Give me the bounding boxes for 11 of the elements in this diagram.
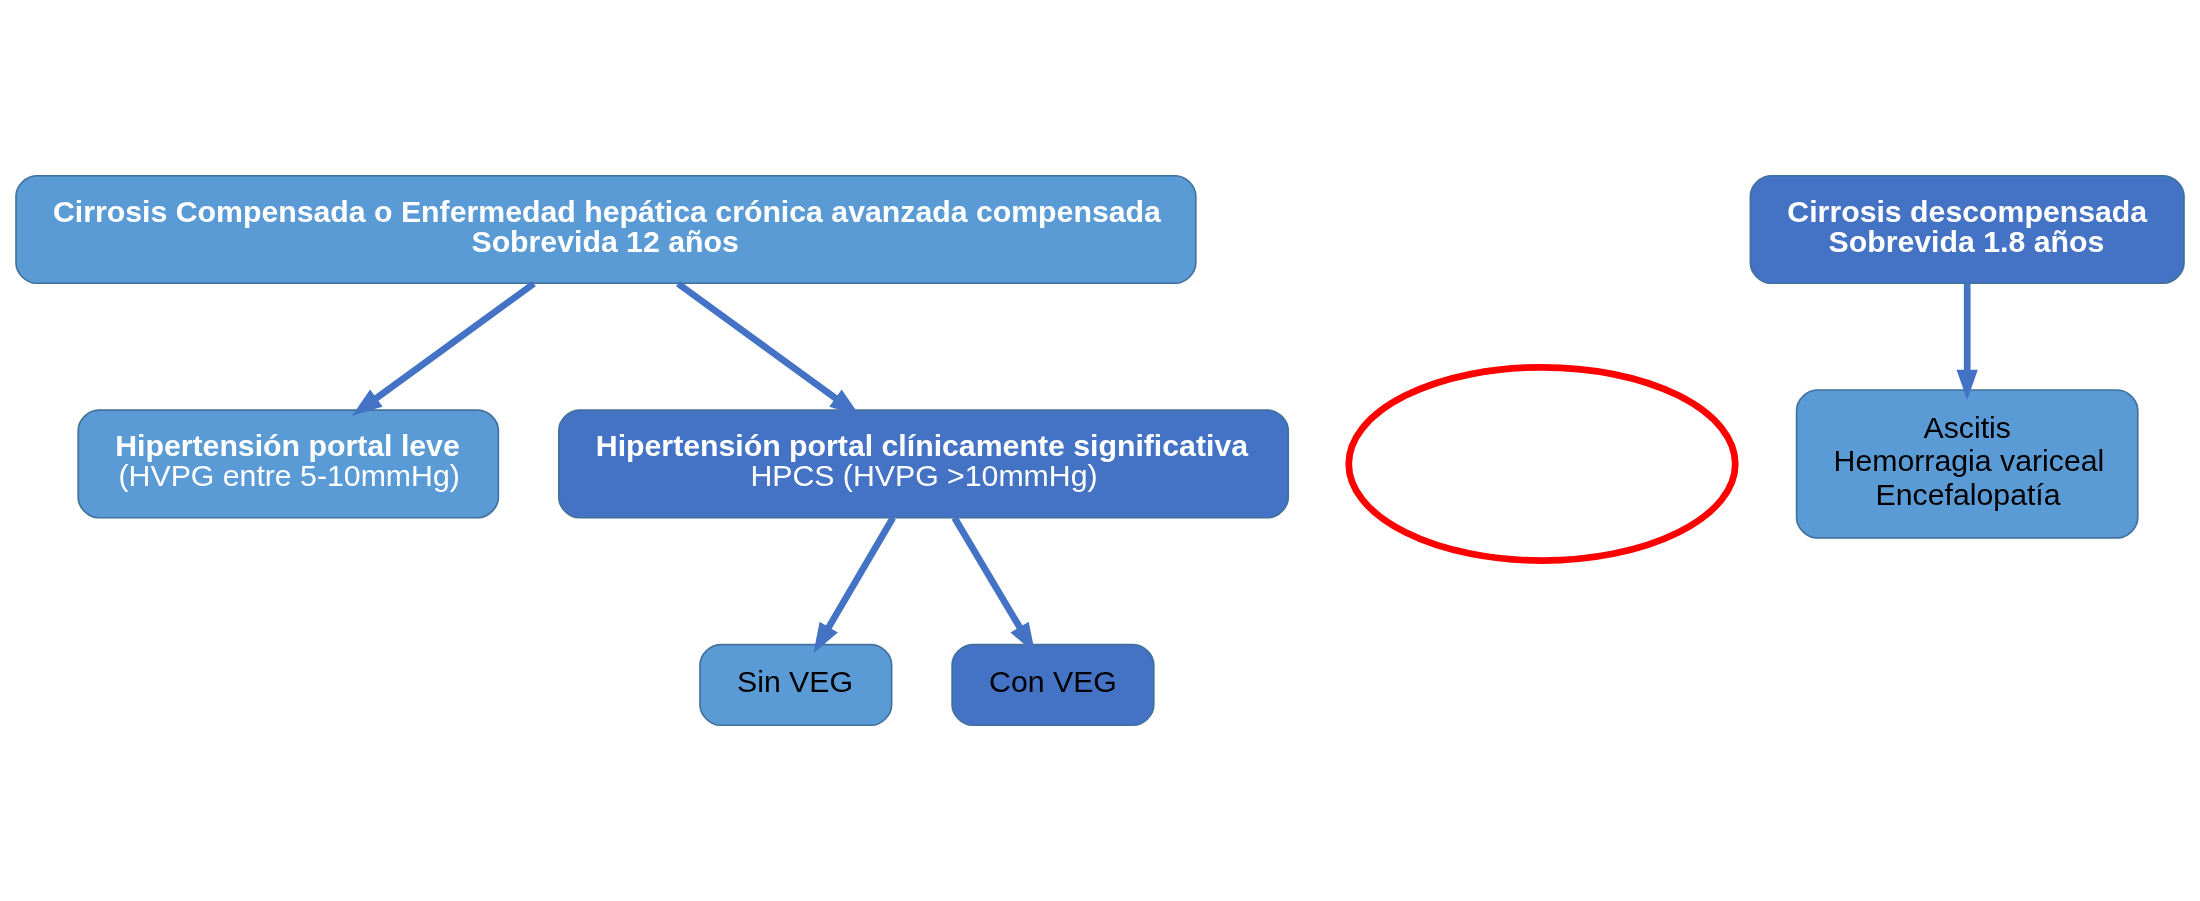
node-box: Ascitis Hemorragia variceal Encefalopatía [1795, 389, 2139, 539]
node-box: Cirrosis descompensada Sobrevida 1.8 años [1749, 174, 2185, 285]
node-box: Sin VEG [699, 643, 893, 727]
node-box: Con VEG [951, 643, 1155, 727]
arrow [1956, 283, 1978, 401]
node-box: Hipertensión portal clínicamente significativa HPCS (HVPG >10mmHg) [558, 409, 1290, 519]
node-box: Hipertensión portal leve (HVPG entre 5-10mmHg) [77, 409, 500, 519]
arrow [351, 280, 536, 416]
arrow [813, 516, 896, 654]
node-box: Cirrosis Compensada o Enfermedad hepática crónica avanzada compensada Sobrevida 12 años [15, 174, 1197, 285]
node-ellipse [1345, 363, 1739, 564]
